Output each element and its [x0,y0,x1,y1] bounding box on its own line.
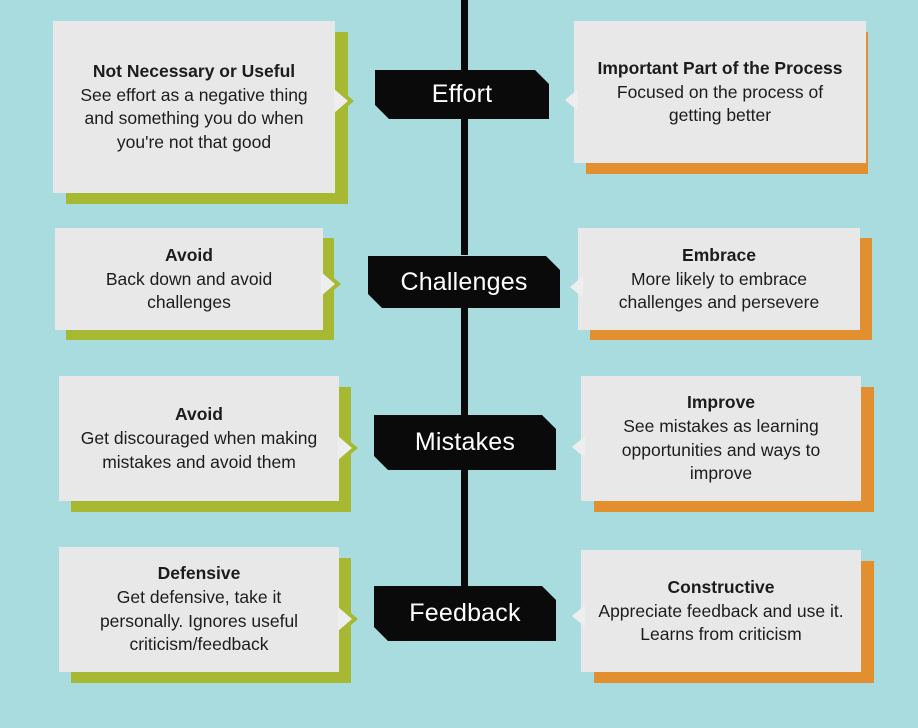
right-arrow-icon-2 [570,276,583,298]
right-card-body-3: See mistakes as learning opportunities a… [621,416,821,484]
vertical-spine-seg-1 [461,118,468,255]
center-banner-label-4: Feedback [409,599,521,627]
right-arrow-icon-1 [565,89,578,111]
left-card-body-3: Get discouraged when making mistakes and… [80,428,318,472]
center-banner-mistakes[interactable]: Mistakes [374,415,556,470]
left-card-2[interactable]: Avoid Back down and avoid challenges [55,228,323,330]
right-card-title-4: Constructive [667,576,775,597]
center-banner-feedback[interactable]: Feedback [374,586,556,641]
left-card-body-1: See effort as a negative thing and somet… [80,84,308,152]
right-card-1[interactable]: Important Part of the Process Focused on… [574,21,866,163]
right-card-body-1: Focused on the process of getting better [616,81,824,126]
left-card-title-2: Avoid [165,244,213,265]
right-card-3[interactable]: Improve See mistakes as learning opportu… [581,376,861,501]
left-card-body-2: Back down and avoid challenges [105,268,273,313]
right-card-2[interactable]: Embrace More likely to embrace challenge… [578,228,860,330]
left-card-body-4: Get defensive, take it personally. Ignor… [99,587,299,655]
left-arrow-icon-1 [334,89,348,113]
left-card-title-3: Avoid [175,404,223,425]
vertical-spine-top [461,0,468,72]
right-card-4[interactable]: Constructive Appreciate feedback and use… [581,550,861,672]
left-card-4[interactable]: Defensive Get defensive, take it persona… [59,547,339,672]
right-card-body-2: More likely to embrace challenges and pe… [618,268,820,313]
left-arrow-icon-4 [338,607,352,631]
center-banner-challenges[interactable]: Challenges [368,256,560,308]
right-arrow-icon-3 [572,436,585,458]
right-card-title-2: Embrace [682,244,756,265]
left-card-title-1: Not Necessary or Useful [92,60,296,81]
left-arrow-icon-2 [321,272,335,296]
left-arrow-icon-3 [338,436,352,460]
center-banner-label-2: Challenges [400,267,528,296]
left-card-3[interactable]: Avoid Get discouraged when making mistak… [59,376,339,501]
center-banner-effort[interactable]: Effort [375,70,549,119]
right-card-title-1: Important Part of the Process [597,57,843,78]
vertical-spine-seg-2 [461,308,468,415]
right-card-body-4: Appreciate feedback and use it. Learns f… [598,600,844,645]
right-arrow-icon-4 [572,605,585,627]
center-banner-label-3: Mistakes [414,428,516,456]
center-banner-label-1: Effort [431,80,493,108]
vertical-spine-seg-3 [461,470,468,586]
right-card-title-3: Improve [686,392,756,413]
left-card-title-4: Defensive [157,563,241,584]
left-card-1[interactable]: Not Necessary or Useful See effort as a … [53,21,335,193]
